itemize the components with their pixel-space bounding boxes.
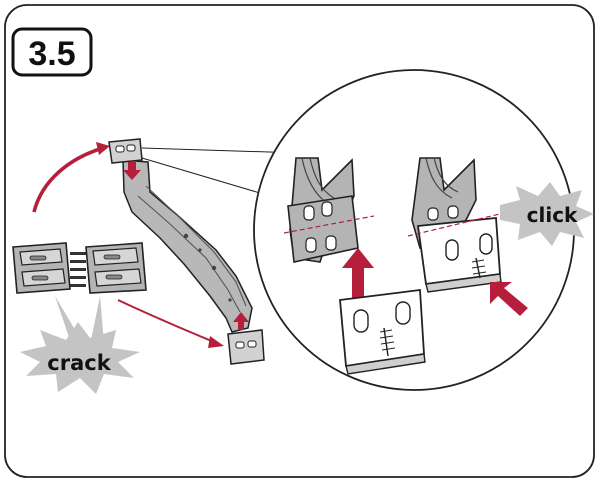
bracket-rail [108, 138, 265, 365]
down-arrow-icon [123, 162, 141, 180]
step-badge: 3.5 [11, 27, 93, 77]
step-number: 3.5 [28, 35, 75, 73]
curved-arrow-icon [117, 299, 224, 348]
push-arrow-icon [342, 248, 374, 300]
crack-label: crack [47, 351, 111, 375]
alignment-line [407, 211, 509, 237]
right-plate [85, 242, 147, 294]
push-arrow-icon [490, 282, 528, 316]
left-plate [12, 242, 71, 294]
clip-plate [339, 288, 426, 375]
bracket-end-right [411, 157, 502, 293]
click-burst-icon: click [500, 182, 594, 246]
alignment-line [283, 215, 375, 234]
sprue-tabs [70, 252, 86, 287]
click-label: click [527, 203, 578, 227]
crack-burst-icon: crack [20, 322, 140, 394]
bracket-end-left [287, 157, 359, 263]
leader-line [141, 157, 271, 197]
curved-arrow-icon [32, 142, 110, 213]
up-arrow-icon [233, 312, 249, 330]
